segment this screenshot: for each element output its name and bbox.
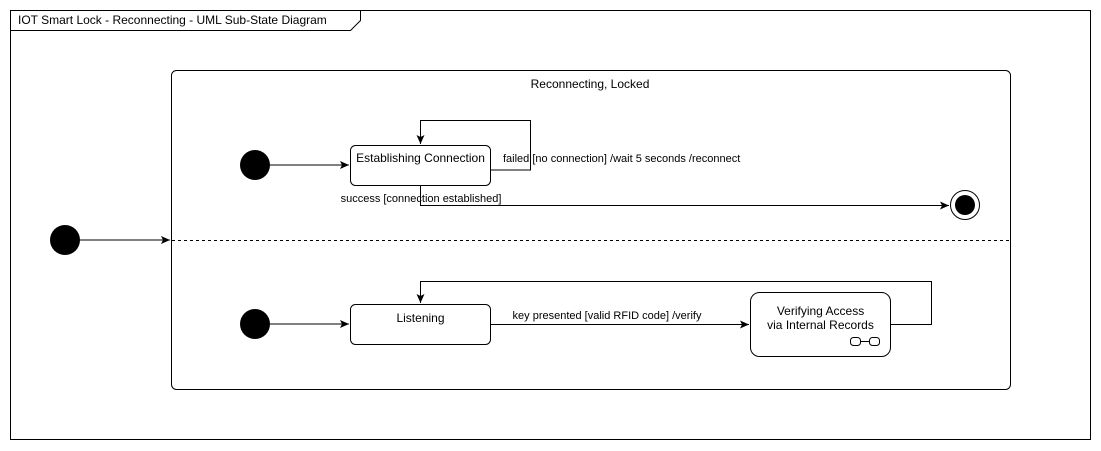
transition-label-failed: failed [no connection] /wait 5 seconds /…	[503, 153, 740, 165]
initial-pseudostate-icon	[50, 225, 80, 255]
final-state-icon	[950, 190, 980, 220]
state-establishing-connection: Establishing Connection	[350, 145, 491, 186]
frame-title: IOT Smart Lock - Reconnecting - UML Sub-…	[18, 13, 327, 27]
state-label-line2: via Internal Records	[767, 318, 874, 332]
state-label-line1: Verifying Access	[777, 304, 864, 318]
frame-title-tab	[10, 10, 361, 31]
composite-state-name: Reconnecting, Locked	[531, 77, 650, 91]
state-listening: Listening	[350, 304, 491, 345]
transition-success	[420, 186, 949, 210]
transition-verify-return	[416, 281, 932, 325]
state-label: Listening	[396, 311, 444, 325]
initial-pseudostate-icon	[240, 150, 270, 180]
state-verifying-access: Verifying Access via Internal Records	[750, 292, 891, 357]
transition-label-success: success [connection established]	[341, 193, 502, 205]
composite-state-icon	[850, 337, 880, 346]
transition-failed-self-loop	[416, 120, 531, 171]
initial-pseudostate-icon	[240, 309, 270, 339]
state-label: Establishing Connection	[356, 151, 485, 165]
transition-label-key-presented: key presented [valid RFID code] /verify	[513, 310, 702, 322]
